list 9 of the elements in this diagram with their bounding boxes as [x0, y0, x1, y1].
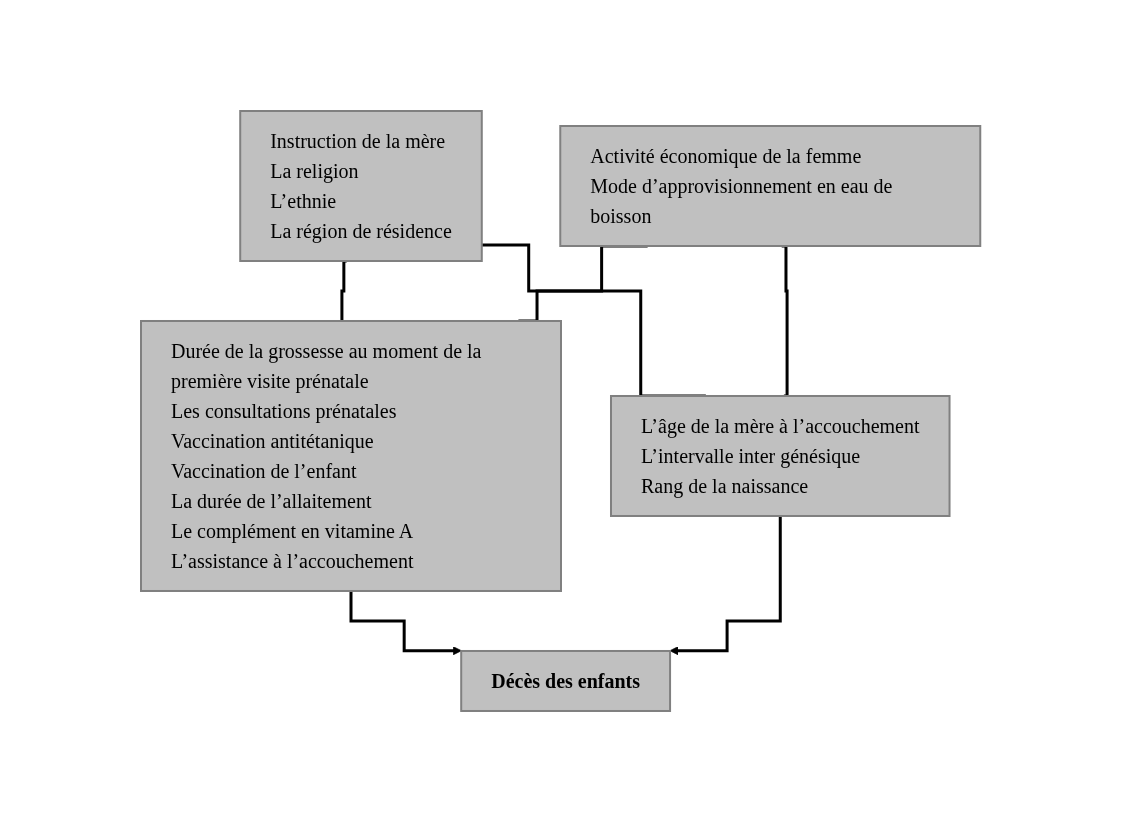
- connector: [781, 244, 789, 397]
- node-box: Instruction de la mère La religion L’ethnie La région de résidence: [239, 109, 483, 262]
- arrow: [669, 514, 782, 655]
- node-box: Durée de la grossesse au moment de la première visite prénatale Les consultations prénatales Vaccination antitétanique Vaccination de l’enfant La durée de l’allaitement Le complément en vitamine A L’assistance à l’accouchement: [139, 319, 562, 592]
- node-box: Activité économique de la femme Mode d’approvisionnement en eau de boisson: [559, 124, 982, 247]
- node-box: Décès des enfants: [460, 649, 671, 712]
- node-box: L’âge de la mère à l’accouchement L’intervalle inter génésique Rang de la naissance: [609, 394, 951, 517]
- arrow: [349, 589, 462, 655]
- connector: [340, 259, 347, 322]
